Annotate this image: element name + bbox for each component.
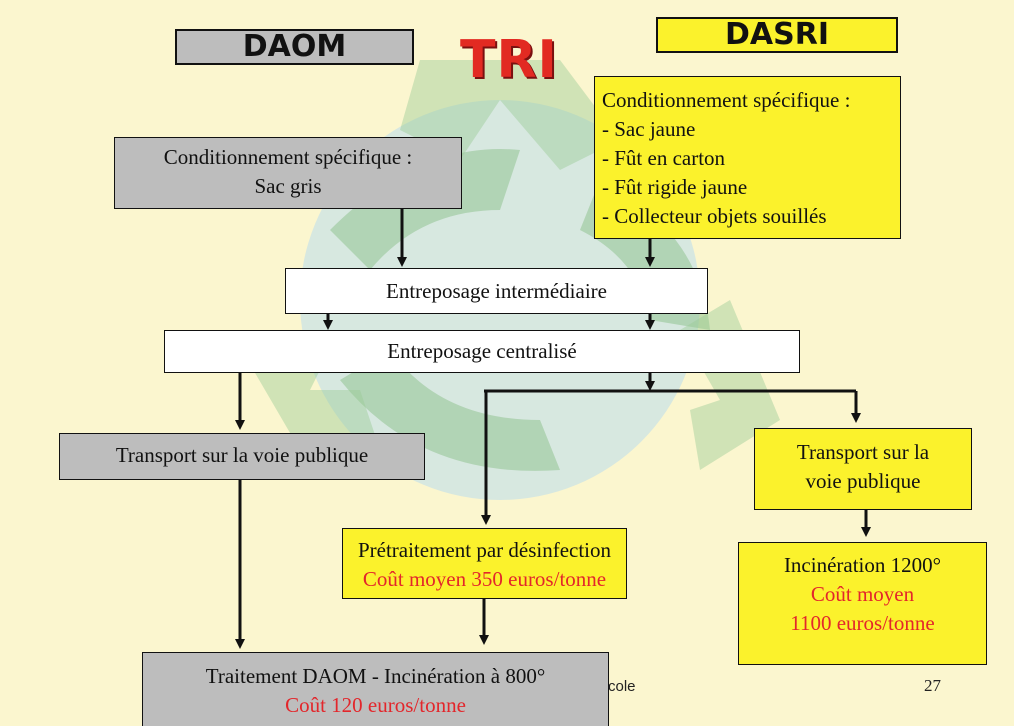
dasri-packaging-item: - Fût en carton [602,146,726,170]
treatment-daom-label: Traitement DAOM - Incinération à 800° [205,664,546,688]
page-number: 27 [924,676,941,695]
transport-daom-box: Transport sur la voie publique [59,433,425,480]
dasri-packaging-item: - Sac jaune [602,117,696,141]
dasri-packaging-title: Conditionnement spécifique : [602,88,851,112]
footer-text: cole [608,678,636,695]
daom-header: DAOM [175,29,414,65]
intermediate-storage-box: Entreposage intermédiaire [285,268,708,314]
pretreatment-label: Prétraitement par désinfection [357,538,612,562]
transport-dasri-box: Transport sur la voie publique [754,428,972,510]
dasri-packaging-box: Conditionnement spécifique : - Sac jaune… [594,76,901,239]
treatment-daom-cost: Coût 120 euros/tonne [285,693,466,717]
dasri-packaging-item: - Collecteur objets souillés [602,204,827,228]
dasri-packaging-item: - Fût rigide jaune [602,175,748,199]
central-storage-box: Entreposage centralisé [164,330,800,373]
daom-packaging-title: Conditionnement spécifique : [163,145,413,169]
incineration-dasri-cost: Coût moyen [810,582,915,606]
treatment-daom-box: Traitement DAOM - Incinération à 800° Co… [142,652,609,726]
incineration-dasri-cost: 1100 euros/tonne [790,611,935,635]
incineration-dasri-label: Incinération 1200° [783,553,942,577]
transport-dasri-line: voie publique [805,469,921,493]
dasri-header: DASRI [656,17,898,53]
incineration-dasri-box: Incinération 1200° Coût moyen 1100 euros… [738,542,987,665]
tri-title: TRI [460,30,558,90]
daom-packaging-box: Conditionnement spécifique : Sac gris [114,137,462,209]
transport-dasri-line: Transport sur la [796,440,930,464]
pretreatment-box: Prétraitement par désinfection Coût moye… [342,528,627,599]
pretreatment-cost: Coût moyen 350 euros/tonne [362,567,607,591]
daom-packaging-item: Sac gris [254,174,322,198]
